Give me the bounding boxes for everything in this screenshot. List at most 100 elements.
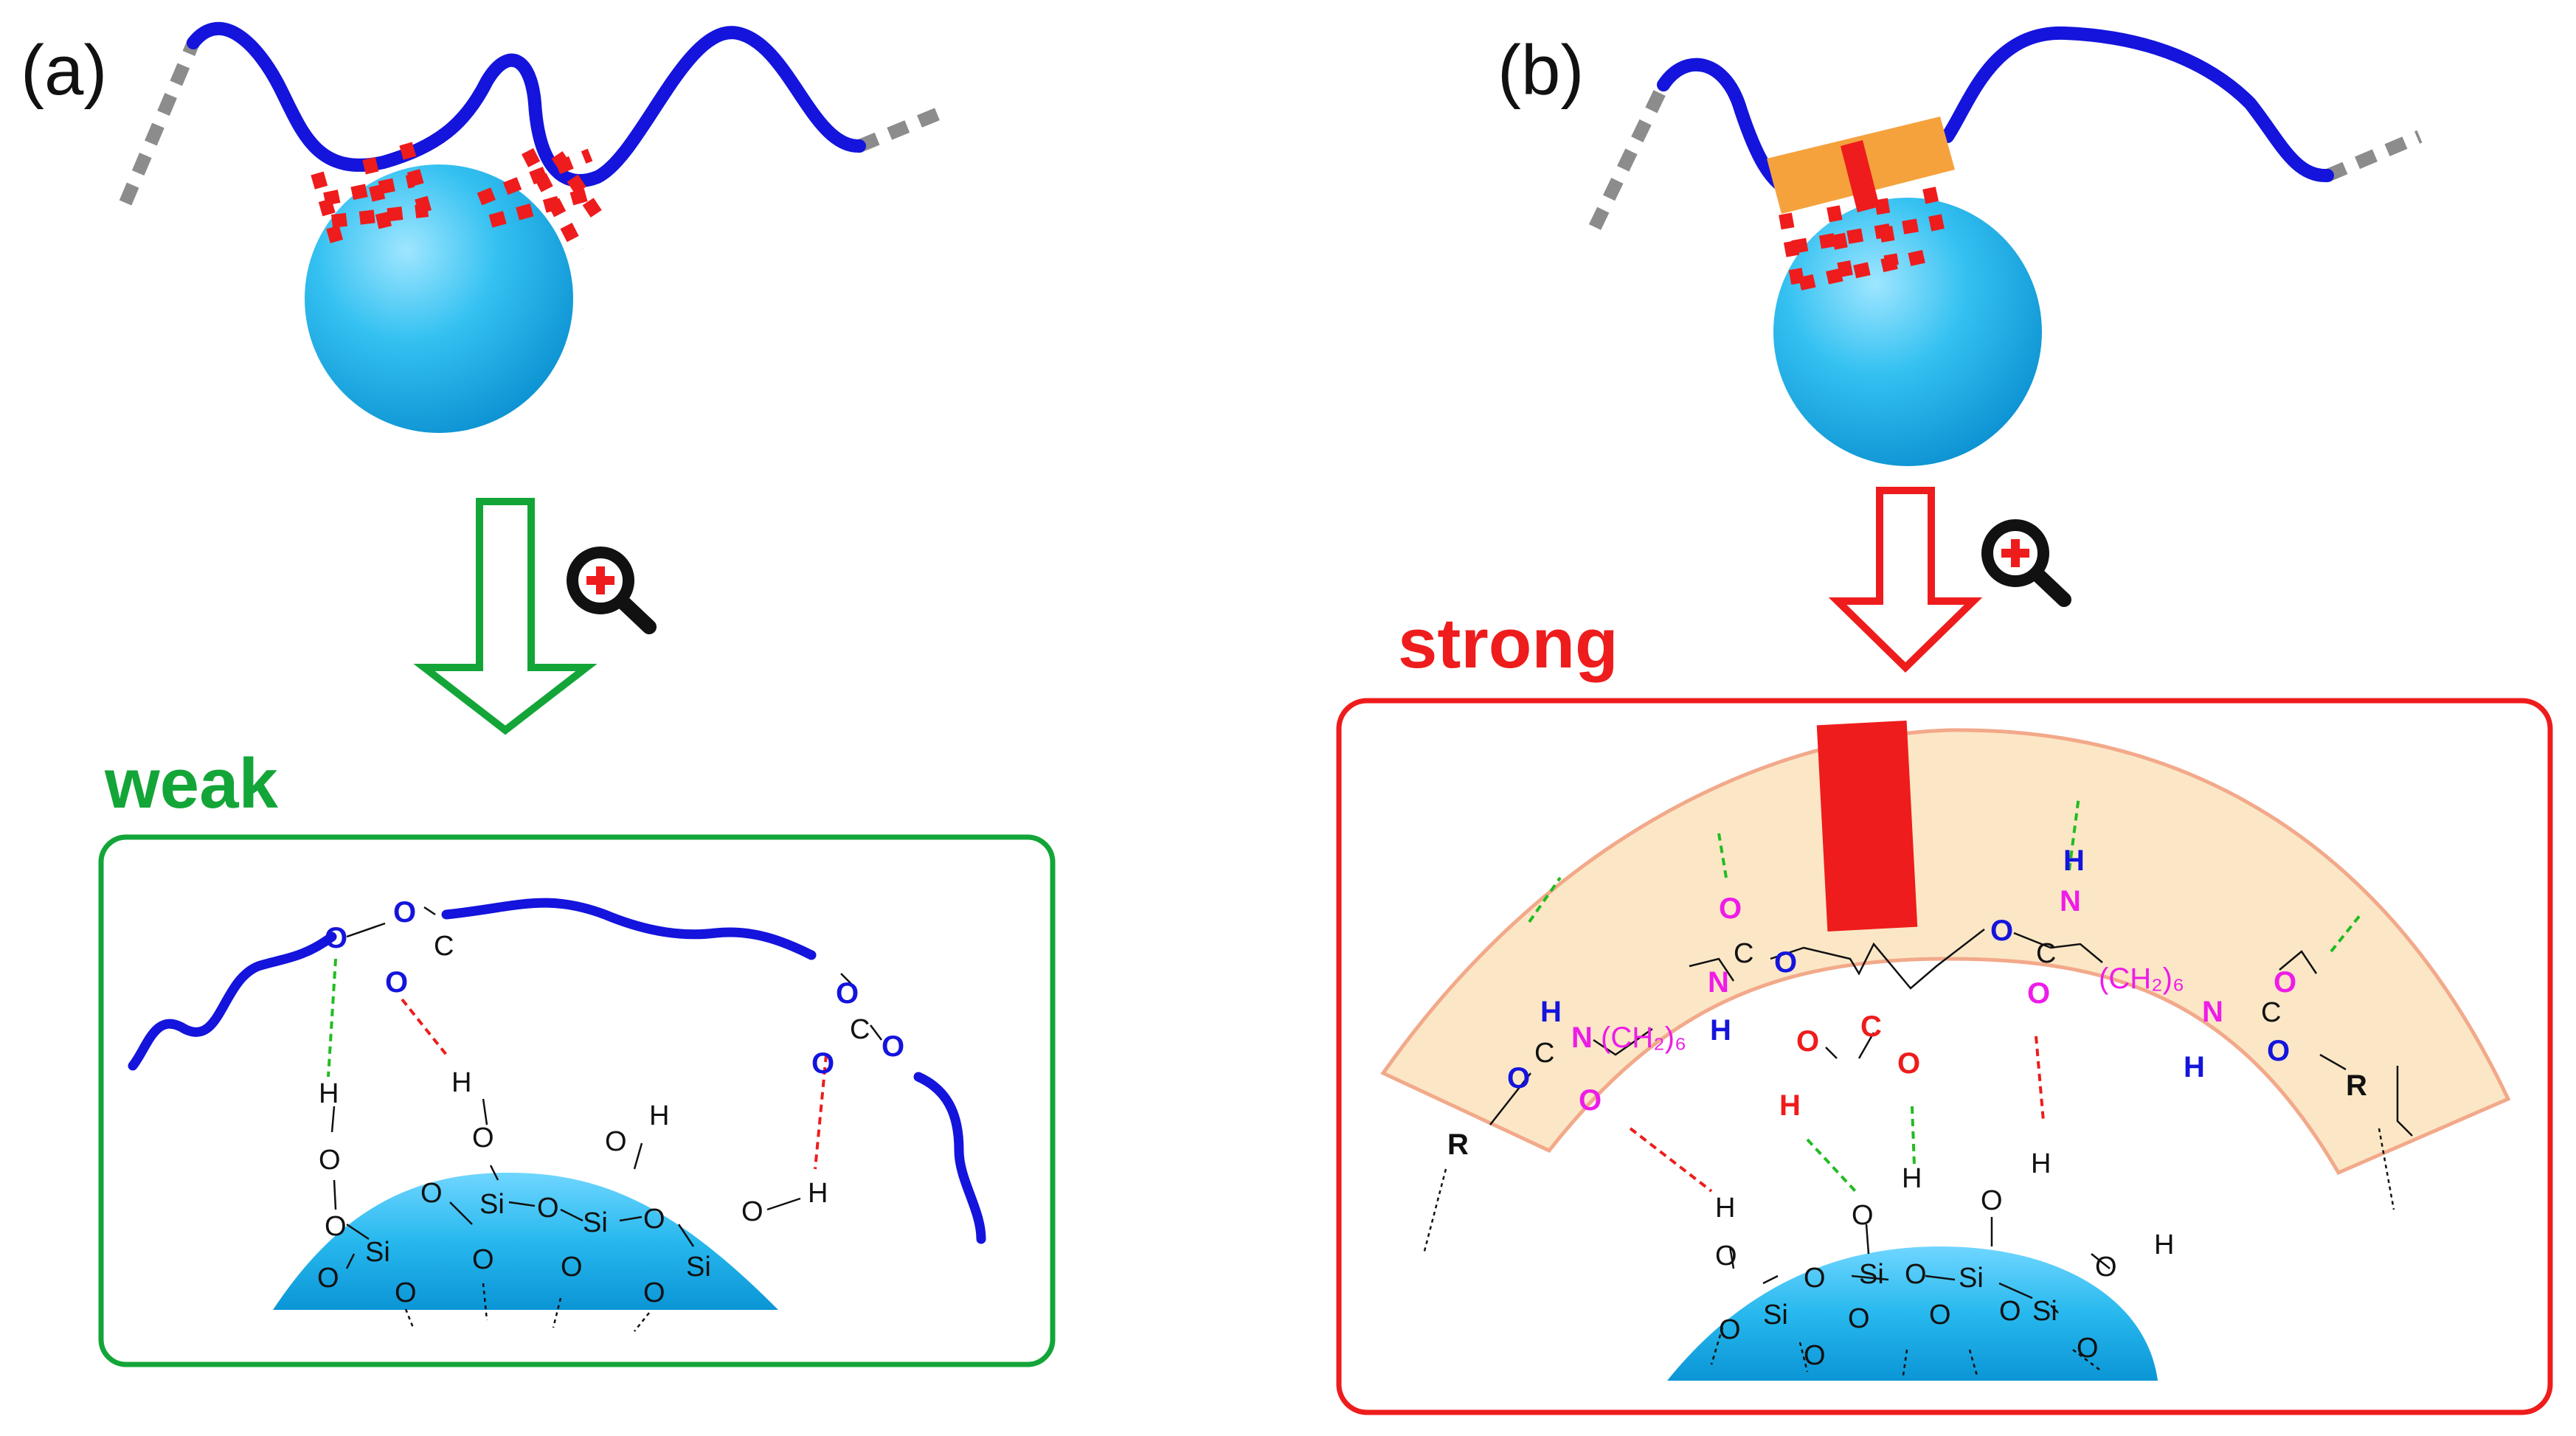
svg-text:C: C <box>1734 938 1753 969</box>
svg-text:H: H <box>1540 996 1562 1028</box>
svg-text:Si: Si <box>479 1189 505 1220</box>
nanoparticle-a <box>305 164 573 433</box>
polymer-chain-detail-a3 <box>913 1072 986 1244</box>
svg-text:O: O <box>1929 1300 1951 1331</box>
atoms-a: O O C O O C O O H O H O O H O H O O Si O… <box>317 896 904 1308</box>
svg-text:O: O <box>1719 892 1742 925</box>
svg-text:O: O <box>1999 1296 2021 1327</box>
svg-text:O: O <box>836 977 859 1010</box>
svg-text:O: O <box>537 1193 559 1224</box>
chain-end-left-b <box>1588 82 1670 230</box>
svg-text:(CH₂)₆: (CH₂)₆ <box>2099 962 2184 995</box>
strength-label-weak: weak <box>104 744 278 823</box>
svg-text:Si: Si <box>686 1252 711 1283</box>
svg-text:H: H <box>808 1178 828 1209</box>
zoom-in-magnifier-icon <box>567 547 657 634</box>
hbonds-a <box>327 958 828 1170</box>
svg-text:R: R <box>1447 1128 1469 1161</box>
panel-b: (b) strong <box>1336 26 2553 1415</box>
polymer-chain-detail-a1 <box>128 932 337 1071</box>
svg-text:C: C <box>1534 1038 1554 1069</box>
svg-text:O: O <box>393 896 416 929</box>
svg-text:O: O <box>605 1126 627 1157</box>
svg-text:O: O <box>1852 1200 1874 1231</box>
svg-text:C: C <box>1860 1010 1882 1043</box>
svg-text:H: H <box>2063 844 2085 877</box>
svg-text:N: N <box>1708 966 1729 999</box>
svg-text:H: H <box>2031 1148 2051 1179</box>
svg-text:O: O <box>317 1263 339 1294</box>
svg-text:C: C <box>850 1014 870 1045</box>
svg-text:O: O <box>882 1030 904 1063</box>
atoms-b: H N (CH₂)₆ N H O C O O C O R C O O H O C… <box>1447 844 2367 1371</box>
svg-text:H: H <box>2154 1229 2174 1260</box>
svg-text:C: C <box>2261 997 2281 1028</box>
svg-text:O: O <box>420 1178 443 1209</box>
svg-text:O: O <box>1804 1263 1826 1294</box>
svg-text:O: O <box>561 1252 583 1283</box>
svg-text:O: O <box>1897 1047 1920 1080</box>
nanoparticle-b <box>1773 198 2042 466</box>
svg-text:O: O <box>325 922 347 954</box>
svg-text:O: O <box>643 1204 665 1235</box>
svg-text:O: O <box>395 1277 417 1308</box>
hbonds-b <box>1528 796 2362 1193</box>
svg-text:O: O <box>1981 1185 2003 1216</box>
svg-text:O: O <box>385 966 408 999</box>
svg-text:O: O <box>1715 1241 1737 1272</box>
panel-a-label: (a) <box>21 31 107 110</box>
svg-text:O: O <box>1774 946 1797 979</box>
svg-text:O: O <box>2267 1035 2290 1067</box>
svg-text:O: O <box>811 1047 834 1080</box>
svg-text:N: N <box>2060 885 2081 918</box>
svg-text:O: O <box>2027 977 2050 1010</box>
svg-text:O: O <box>1796 1025 1819 1058</box>
chain-end-left-a <box>119 40 200 206</box>
svg-text:R: R <box>2346 1069 2367 1102</box>
svg-text:O: O <box>2077 1333 2099 1364</box>
chain-end-right-b <box>2324 130 2423 182</box>
svg-text:O: O <box>1804 1340 1826 1371</box>
svg-text:O: O <box>2274 966 2296 999</box>
panel-a: (a) weak <box>21 21 1056 1367</box>
svg-text:H: H <box>1902 1163 1922 1194</box>
svg-text:N: N <box>2202 996 2223 1028</box>
anchor-block-b <box>1816 720 1918 932</box>
svg-text:H: H <box>649 1100 669 1131</box>
sleeve-band-b <box>1380 728 2511 1176</box>
svg-text:O: O <box>1848 1303 1870 1334</box>
svg-text:C: C <box>2036 938 2056 969</box>
sleeve-anchor-b <box>1841 140 1880 212</box>
svg-text:O: O <box>319 1145 341 1176</box>
panel-b-label: (b) <box>1498 31 1584 110</box>
svg-text:Si: Si <box>2032 1296 2057 1327</box>
bonds-a <box>330 906 882 1332</box>
svg-text:O: O <box>2095 1252 2117 1283</box>
svg-text:O: O <box>1905 1259 1927 1290</box>
polymer-chain-b <box>1657 26 2334 198</box>
interaction-markers-b <box>1779 187 1947 296</box>
polymer-chain-a <box>187 21 866 187</box>
bonds-b <box>1422 929 2413 1376</box>
svg-text:O: O <box>472 1244 494 1275</box>
svg-text:C: C <box>434 931 454 962</box>
svg-text:O: O <box>643 1277 665 1308</box>
svg-text:N: N <box>1571 1021 1593 1054</box>
svg-text:H: H <box>1710 1014 1731 1047</box>
silica-surface-b <box>1667 1246 2158 1381</box>
svg-text:H: H <box>451 1067 471 1098</box>
svg-text:Si: Si <box>365 1237 390 1268</box>
svg-text:H: H <box>1715 1193 1735 1224</box>
svg-text:Si: Si <box>1959 1263 1984 1294</box>
svg-text:O: O <box>1507 1062 1530 1095</box>
chain-end-right-a <box>856 104 949 153</box>
svg-text:O: O <box>472 1123 494 1154</box>
svg-text:H: H <box>1779 1089 1801 1122</box>
svg-text:Si: Si <box>1859 1259 1884 1290</box>
zoom-arrow-a <box>413 498 598 735</box>
svg-text:O: O <box>1579 1084 1602 1117</box>
svg-text:H: H <box>319 1078 339 1109</box>
svg-text:O: O <box>325 1211 347 1242</box>
strength-label-strong: strong <box>1398 604 1618 683</box>
